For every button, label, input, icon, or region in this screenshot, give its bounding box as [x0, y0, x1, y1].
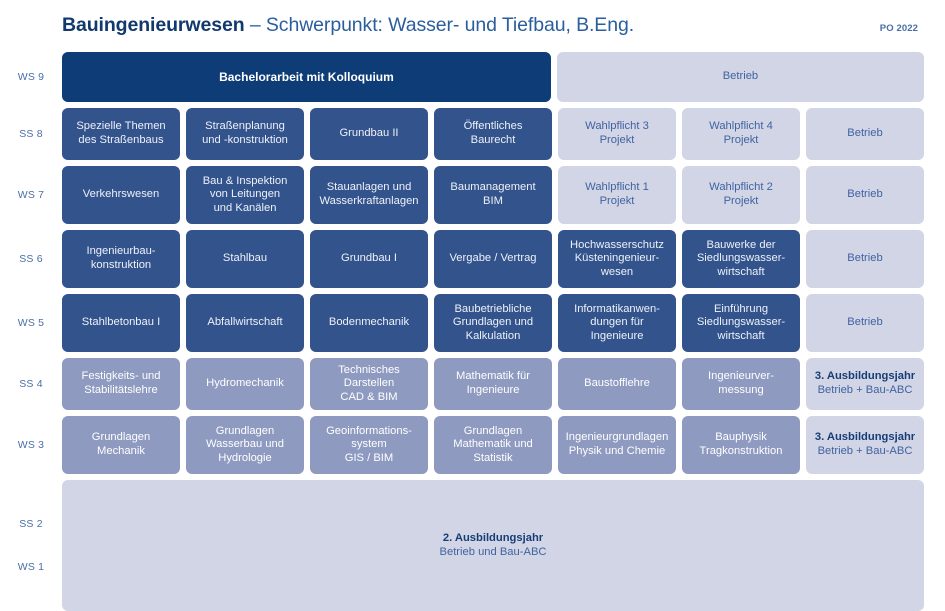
course-card[interactable]: Mathematik für Ingenieure	[434, 358, 552, 410]
course-card[interactable]: Geoinformations- system GIS / BIM	[310, 416, 428, 474]
semester-label-ss-6: SS 6	[19, 253, 43, 265]
course-card[interactable]: Grundbau I	[310, 230, 428, 288]
semester-label-ss-8: SS 8	[19, 128, 43, 140]
semester-label-ws-5: WS 5	[17, 317, 45, 329]
course-card[interactable]: Betrieb	[806, 230, 924, 288]
semester-label-ws-9: WS 9	[17, 71, 45, 83]
po-version-label: PO 2022	[879, 23, 918, 34]
semester-label-ss-4: SS 4	[19, 378, 43, 390]
course-card[interactable]: Stahlbau	[186, 230, 304, 288]
course-card[interactable]: Öffentliches Baurecht	[434, 108, 552, 160]
curriculum-diagram: Bauingenieurwesen – Schwerpunkt: Wasser-…	[0, 14, 945, 611]
course-card[interactable]: Betrieb	[806, 166, 924, 224]
semester-label-ws-3: WS 3	[17, 439, 45, 451]
course-card[interactable]: Ingenieurver- messung	[682, 358, 800, 410]
course-card[interactable]: Wahlpflicht 3 Projekt	[558, 108, 676, 160]
apprenticeship-block-title: 2. Ausbildungsjahr	[442, 531, 544, 544]
course-card[interactable]: Wahlpflicht 1 Projekt	[558, 166, 676, 224]
course-card[interactable]: Vergabe / Vertrag	[434, 230, 552, 288]
course-card[interactable]: Verkehrswesen	[62, 166, 180, 224]
course-card[interactable]: Bodenmechanik	[310, 294, 428, 352]
course-card[interactable]: Ingenieurgrundlagen Physik und Chemie	[558, 416, 676, 474]
course-card[interactable]: Grundlagen Mathematik und Statistik	[434, 416, 552, 474]
course-card[interactable]: Baubetriebliche Grundlagen und Kalkulati…	[434, 294, 552, 352]
course-card[interactable]: Stauanlagen und Wasserkraftanlagen	[310, 166, 428, 224]
course-card[interactable]: Straßenplanung und -konstruktion	[186, 108, 304, 160]
course-card[interactable]: Wahlpflicht 4 Projekt	[682, 108, 800, 160]
course-card[interactable]: Abfallwirtschaft	[186, 294, 304, 352]
course-card-title: 3. Ausbildungsjahr	[814, 370, 916, 383]
course-card[interactable]: Stahlbetonbau I	[62, 294, 180, 352]
course-card[interactable]: Festigkeits- und Stabilitätslehre	[62, 358, 180, 410]
semester-label-group-bottom: SS 2 WS 1	[0, 480, 62, 611]
course-card-title: 3. Ausbildungsjahr	[814, 431, 916, 444]
course-card[interactable]: Bau & Inspektion von Leitungen und Kanäl…	[186, 166, 304, 224]
course-card[interactable]: Bachelorarbeit mit Kolloquium	[62, 52, 551, 102]
course-card[interactable]: Betrieb	[556, 52, 924, 102]
page-title-strong: Bauingenieurwesen	[62, 14, 245, 36]
course-card[interactable]: Bauphysik Tragkonstruktion	[682, 416, 800, 474]
course-card[interactable]: Grundlagen Mechanik	[62, 416, 180, 474]
course-card[interactable]: Baumanagement BIM	[434, 166, 552, 224]
semester-label-ws-1: WS 1	[17, 561, 45, 574]
semester-label-ss-2: SS 2	[19, 517, 43, 530]
course-card-subtitle: Betrieb + Bau-ABC	[817, 445, 913, 457]
course-card[interactable]: Informatikanwen- dungen für Ingenieure	[558, 294, 676, 352]
course-card[interactable]: Bauwerke der Siedlungswasser- wirtschaft	[682, 230, 800, 288]
course-card[interactable]: Baustofflehre	[558, 358, 676, 410]
course-card[interactable]: Spezielle Themen des Straßenbaus	[62, 108, 180, 160]
semester-label-ws-7: WS 7	[17, 189, 45, 201]
course-card[interactable]: Einführung Siedlungswasser- wirtschaft	[682, 294, 800, 352]
course-card[interactable]: Betrieb	[806, 294, 924, 352]
header: Bauingenieurwesen – Schwerpunkt: Wasser-…	[0, 14, 945, 48]
page-title-rest: – Schwerpunkt: Wasser- und Tiefbau, B.En…	[244, 14, 635, 36]
course-card[interactable]: Betrieb	[806, 108, 924, 160]
apprenticeship-block-subtitle: Betrieb und Bau-ABC	[439, 545, 547, 558]
course-card[interactable]: Grundbau II	[310, 108, 428, 160]
course-card[interactable]: Ingenieurbau- konstruktion	[62, 230, 180, 288]
course-card[interactable]: Hochwasserschutz Küsteningenieur- wesen	[558, 230, 676, 288]
course-card-subtitle: Betrieb + Bau-ABC	[817, 384, 913, 396]
page-title: Bauingenieurwesen – Schwerpunkt: Wasser-…	[62, 14, 634, 37]
course-card[interactable]: Wahlpflicht 2 Projekt	[682, 166, 800, 224]
course-card[interactable]: Hydromechanik	[186, 358, 304, 410]
course-card[interactable]: Grundlagen Wasserbau und Hydrologie	[186, 416, 304, 474]
course-card[interactable]: Technisches Darstellen CAD & BIM	[310, 358, 428, 410]
